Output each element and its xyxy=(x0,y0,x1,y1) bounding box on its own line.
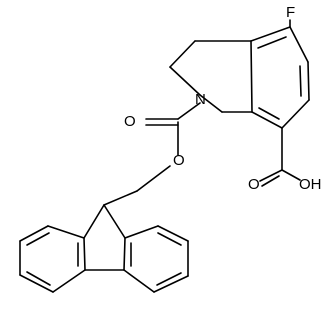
bond-l5 xyxy=(19,225,49,242)
bond-cacid-o-double-b xyxy=(261,175,280,187)
bond-oether-ch2 xyxy=(136,165,171,192)
bond-n-c3 xyxy=(169,66,201,96)
bond-n-ccarb xyxy=(177,102,201,120)
bond-c3-c4 xyxy=(169,40,196,68)
bond-l1 xyxy=(83,237,86,271)
bond-c8a-c4a xyxy=(250,40,253,113)
bond-r6 xyxy=(124,225,159,239)
bond-cacid-oh xyxy=(281,169,301,181)
bonds xyxy=(19,19,310,293)
acid-carbonyl-oxygen-label: O xyxy=(248,176,260,193)
ester-ether-oxygen-label: O xyxy=(173,152,185,169)
bond-r2 xyxy=(123,269,155,293)
bond-c5-c6 xyxy=(289,26,309,63)
bond-r3 xyxy=(153,275,189,293)
atom-labels: F N O O O OH xyxy=(124,4,322,193)
bond-c7-c8 xyxy=(281,99,310,129)
bond-l3 xyxy=(19,274,54,293)
bond-c6-c7-inner xyxy=(299,65,302,97)
bond-l-inner-2 xyxy=(26,271,51,286)
bond-c9-c9a xyxy=(83,204,105,239)
bond-c1-n xyxy=(199,94,223,113)
bond-r-inner-3 xyxy=(157,232,182,246)
bond-c8-c8a xyxy=(251,111,283,129)
bond-c8-c8a-inner xyxy=(258,107,280,120)
acid-hydroxyl-label: OH xyxy=(299,176,322,193)
bond-c4a-c5 xyxy=(250,26,291,42)
bond-c6-c7 xyxy=(307,61,310,101)
bond-c9-c8a-fl xyxy=(103,204,126,239)
bond-ch2-c9 xyxy=(103,190,138,206)
bond-r-inner-2 xyxy=(156,272,182,286)
fluorine-label: F xyxy=(286,4,295,21)
bond-cacid-o-double-a xyxy=(259,169,283,182)
ester-carbonyl-oxygen-label: O xyxy=(124,113,136,130)
bond-l-inner-3 xyxy=(26,232,50,246)
bond-l6 xyxy=(47,225,85,239)
bond-r5 xyxy=(157,225,189,242)
bond-r1 xyxy=(123,237,126,271)
bond-c4a-c5-inner xyxy=(257,36,287,49)
nitrogen-label: N xyxy=(195,91,206,108)
bond-l2 xyxy=(52,269,86,293)
